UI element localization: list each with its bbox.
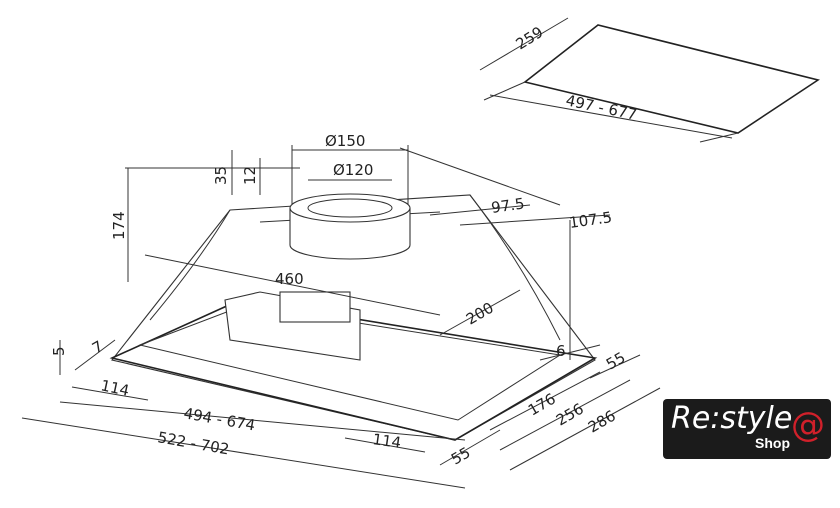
- dim-522-702: 522 - 702: [156, 428, 230, 458]
- dim-55-right: 55: [603, 348, 629, 373]
- dim-114-left: 114: [99, 376, 131, 400]
- motor-block: [279, 291, 351, 323]
- top-panel-outline: [523, 24, 820, 134]
- logo-brand: Re:style: [671, 401, 793, 436]
- logo-sub: Shop: [755, 435, 790, 451]
- dim-d150: Ø150: [325, 132, 365, 150]
- dim-494-674: 494 - 674: [182, 404, 256, 434]
- dim-286: 286: [585, 407, 619, 437]
- dim-97-5: 97.5: [490, 194, 526, 216]
- dim-7: 7: [89, 337, 106, 357]
- logo-at-cart-icon: @: [791, 405, 825, 445]
- dim-107-5: 107.5: [568, 208, 613, 232]
- dim-259: 259: [513, 23, 547, 53]
- extension-line: [483, 81, 526, 101]
- dimension-lines: [21, 145, 661, 489]
- dim-174: 174: [110, 211, 128, 240]
- outlet-collar: [289, 208, 411, 260]
- dim-5: 5: [50, 346, 68, 356]
- outlet-top: [289, 193, 411, 223]
- dim-35: 35: [212, 166, 230, 185]
- outlet-inner: [307, 198, 393, 218]
- dim-6: 6: [556, 342, 566, 360]
- dim-460: 460: [275, 270, 304, 288]
- restyle-shop-logo: Re:style @ Shop: [663, 399, 831, 459]
- frame-outline: [109, 299, 598, 441]
- dim-line-259: [479, 17, 569, 71]
- dim-497-677: 497 - 677: [564, 91, 638, 124]
- dim-12: 12: [241, 166, 259, 185]
- extension-line: [699, 132, 739, 143]
- dim-d120: Ø120: [333, 161, 373, 179]
- dim-line-497-677: [489, 94, 733, 139]
- dim-114-bottom: 114: [371, 430, 402, 452]
